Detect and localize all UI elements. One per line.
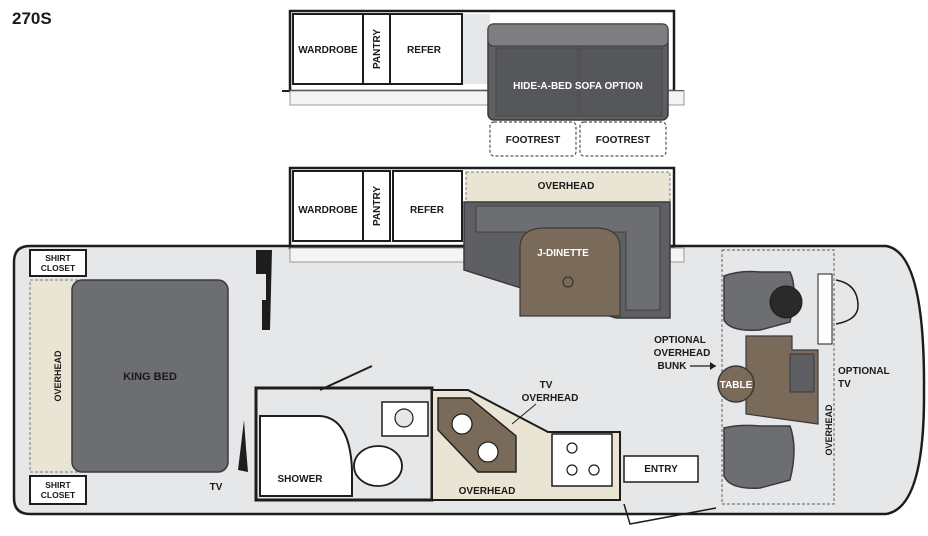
- footrest-right-label: FOOTREST: [596, 135, 650, 146]
- entry-label: ENTRY: [644, 464, 678, 475]
- cooktop: [551, 433, 613, 487]
- pantry: [362, 170, 391, 242]
- shirt-closet-bottom-label-2: CLOSET: [41, 490, 76, 500]
- pantry-label: PANTRY: [372, 186, 383, 226]
- bunk-label-2: OVERHEAD: [654, 348, 711, 359]
- footrest-right: [579, 121, 667, 157]
- entry-door: [623, 503, 717, 525]
- optional-tv-label-1: OPTIONAL: [838, 366, 890, 377]
- bunk-label-1: OPTIONAL: [654, 335, 706, 346]
- shirt-closet-bottom: [29, 475, 87, 505]
- shower: [259, 415, 353, 497]
- model-label: 270S: [12, 9, 52, 28]
- footrest-left: [489, 121, 577, 157]
- slide-pantry: [362, 13, 391, 85]
- bathroom-door: [319, 365, 373, 391]
- entry-step: [623, 455, 699, 483]
- tv-overhead-label-1: TV: [540, 380, 553, 391]
- main-floorplan: WARDROBE PANTRY REFER OVERHEAD J-DINETTE…: [12, 166, 926, 525]
- bedroom-tv-icon: [238, 420, 248, 472]
- king-bed: [71, 279, 229, 473]
- bedroom-wall: [256, 250, 272, 330]
- footrest-left-label: FOOTREST: [506, 135, 560, 146]
- shirt-closet-top-label-2: CLOSET: [41, 263, 76, 273]
- table: [717, 365, 755, 403]
- slide-refer: [389, 13, 463, 85]
- overhead-cab-label: OVERHEAD: [824, 404, 834, 456]
- j-dinette-label: J-DINETTE: [537, 248, 589, 259]
- overhead-top-label: OVERHEAD: [538, 181, 595, 192]
- refer: [392, 170, 463, 242]
- passenger-seat: [723, 424, 795, 489]
- steering-wheel-icon: [769, 285, 803, 319]
- slide-pantry-label: PANTRY: [372, 29, 383, 69]
- overhead-kitchen-label: OVERHEAD: [459, 486, 516, 497]
- overhead-bedroom-label: OVERHEAD: [53, 350, 63, 402]
- sofa-label: HIDE-A-BED SOFA OPTION: [513, 81, 643, 92]
- refer-label: REFER: [410, 205, 445, 216]
- overhead-bedroom: [29, 279, 79, 473]
- table-label: TABLE: [720, 380, 753, 391]
- optional-tv-label-2: TV: [838, 379, 851, 390]
- tv-overhead-label-2: OVERHEAD: [522, 393, 579, 404]
- bedroom-tv-label: TV: [210, 482, 223, 493]
- slide-option: WARDROBE PANTRY REFER HIDE-A-BED SOFA OP…: [282, 9, 685, 157]
- king-bed-label: KING BED: [123, 371, 177, 383]
- slide-wardrobe-label: WARDROBE: [298, 45, 358, 56]
- slide-refer-label: REFER: [407, 45, 442, 56]
- dinette-table: [519, 227, 621, 317]
- shirt-closet-top: [29, 249, 87, 277]
- toilet: [353, 445, 403, 487]
- dash: [817, 273, 833, 345]
- shower-label: SHOWER: [278, 474, 324, 485]
- shirt-closet-top-label-1: SHIRT: [45, 253, 71, 263]
- shirt-closet-bottom-label-1: SHIRT: [45, 480, 71, 490]
- bunk-label-3: BUNK: [658, 361, 688, 372]
- wardrobe-label: WARDROBE: [298, 205, 358, 216]
